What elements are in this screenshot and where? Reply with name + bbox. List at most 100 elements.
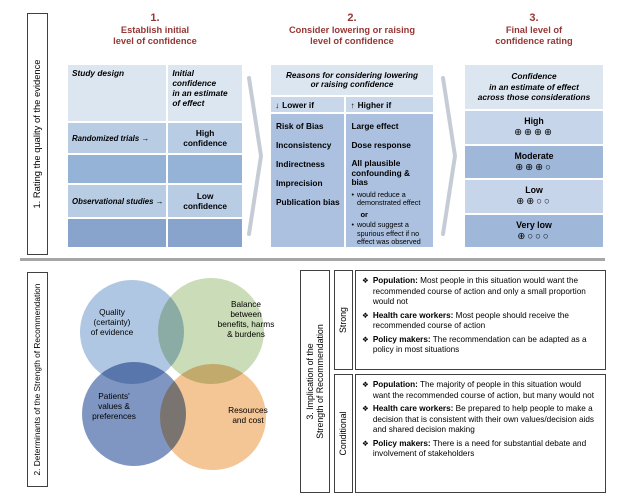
strong-implications-box: ❖ Population: Most people in this situat… (355, 270, 606, 370)
table-cell-empty (167, 218, 243, 248)
balance-circle-label: Balance between benefits, harms & burden… (217, 299, 275, 339)
section-label-rating-quality: 1. Rating the quality of the evidence (27, 13, 48, 255)
bullet-text: Most people should receive the recommend… (372, 310, 569, 331)
lower-if-header: ↓ Lower if (270, 96, 346, 113)
higher-sub-bullet-text: would suggest a spurious effect if no ef… (356, 219, 421, 247)
diamond-bullet-icon: ❖ (362, 404, 369, 413)
resources-circle (160, 364, 266, 470)
table-cell-observational-studies: Observational studies → (67, 184, 168, 218)
step2-number: 2. (347, 12, 357, 24)
step1-heading: 1. Establish initial level of confidence (67, 12, 243, 47)
initial-confidence-table: Study design Initial confidence in an es… (67, 64, 243, 248)
bullet-dot-icon: • (351, 189, 354, 199)
bullet-text: Be prepared to help people to make a dec… (372, 404, 594, 434)
lower-item: Publication bias (276, 197, 340, 207)
table-cell-empty (67, 154, 168, 184)
diamond-bullet-icon: ❖ (362, 438, 369, 448)
reasons-table: Reasons for considering lowering or rais… (270, 64, 434, 248)
confidence-label: Very low (516, 219, 552, 230)
section-label-implications: 3. Implication of the Strength of Recomm… (300, 270, 330, 493)
step2-title: Consider lowering or raising level of co… (288, 25, 416, 47)
implication-bullet: ❖ Population: Most people in this situat… (362, 276, 599, 308)
quality-circle-label: Quality (certainty) of evidence (90, 307, 134, 337)
section-divider (20, 258, 605, 261)
higher-if-header: ↑ Higher if (345, 96, 434, 113)
bullet-text: Most people in this situation would want… (372, 276, 586, 306)
step3-number: 3. (529, 12, 539, 24)
confidence-symbols: ⊕○○○ (517, 230, 551, 242)
or-label: or (360, 209, 368, 219)
strong-label-box: Strong (334, 270, 353, 370)
table-cell-randomized-trials: Randomized trials → (67, 122, 168, 154)
chevron-right-icon (441, 76, 457, 236)
lower-item: Indirectness (276, 159, 325, 169)
bullet-dot-icon: • (351, 219, 354, 229)
bullet-text: The majority of people in this situation… (372, 380, 594, 400)
table-cell-low-confidence: Low confidence (167, 184, 243, 218)
lower-item: Risk of Bias (276, 121, 324, 131)
determinants-venn-diagram: Quality (certainty) of evidence Balance … (58, 268, 306, 494)
up-arrow-icon: ↑ (350, 99, 355, 110)
bullet-lead: Population: (372, 276, 418, 285)
implication-bullet: ❖ Policy makers: There is a need for sub… (362, 439, 599, 460)
confidence-label: Moderate (514, 150, 554, 161)
step2-heading: 2. Consider lowering or raising level of… (262, 12, 442, 47)
bullet-lead: Policy makers: (372, 334, 431, 344)
step3-title: Final level of confidence rating (495, 25, 573, 47)
higher-if-list: Large effect Dose response All plausible… (345, 113, 434, 248)
table-cell-empty (167, 154, 243, 184)
higher-sub-bullet: • would reduce a demonstrated effect (351, 189, 428, 208)
higher-sub-bullet: • would suggest a spurious effect if no … (351, 219, 428, 247)
bullet-text: The recommendation can be adapted as a p… (372, 334, 587, 355)
col-header-initial-confidence: Initial confidence in an estimate of eff… (167, 64, 243, 122)
diamond-bullet-icon: ❖ (362, 380, 369, 389)
conditional-label-box: Conditional (334, 374, 353, 493)
step3-heading: 3. Final level of confidence rating (460, 12, 608, 47)
confidence-row-moderate: Moderate ⊕⊕⊕○ (464, 144, 604, 179)
diamond-bullet-icon: ❖ (362, 310, 369, 320)
confidence-row-high: High ⊕⊕⊕⊕ (464, 110, 604, 145)
confidence-symbols: ⊕⊕⊕⊕ (514, 127, 554, 139)
implication-bullet: ❖ Policy makers: The recommendation can … (362, 335, 599, 356)
section-label-determinants-text: 2. Determinants of the Strength of Recom… (31, 283, 42, 476)
final-confidence-table: Confidence in an estimate of effect acro… (464, 64, 604, 248)
resources-circle-label: Resources and cost (228, 405, 268, 425)
conditional-label: Conditional (338, 411, 349, 456)
diamond-bullet-icon: ❖ (362, 276, 369, 285)
implication-bullet: ❖ Health care workers: Most people shoul… (362, 311, 599, 332)
values-circle-label: Patients' values & preferences (92, 391, 136, 421)
table-cell-empty (67, 218, 168, 248)
higher-if-label: Higher if (357, 99, 392, 110)
col-header-study-design: Study design (67, 64, 168, 122)
chevron-right-icon (247, 76, 263, 236)
confidence-row-low: Low ⊕⊕○○ (464, 179, 604, 214)
lower-if-list: Risk of Bias Inconsistency Indirectness … (270, 113, 346, 248)
down-arrow-icon: ↓ (275, 99, 280, 110)
reasons-table-header: Reasons for considering lowering or rais… (270, 64, 434, 96)
bullet-lead: Health care workers: (372, 404, 454, 413)
final-confidence-header: Confidence in an estimate of effect acro… (464, 64, 604, 110)
bullet-lead: Health care workers: (372, 310, 454, 320)
section-label-implications-text: 3. Implication of the Strength of Recomm… (304, 324, 325, 439)
conditional-implications-box: ❖ Population: The majority of people in … (355, 374, 606, 493)
section-label-rating-quality-text: 1. Rating the quality of the evidence (31, 59, 43, 209)
higher-sub-bullet-text: would reduce a demonstrated effect (356, 189, 421, 208)
bullet-text: There is a need for substantial debate a… (372, 438, 587, 459)
confidence-symbols: ⊕⊕⊕○ (515, 161, 553, 173)
implication-bullet: ❖ Health care workers: Be prepared to he… (362, 404, 599, 436)
lower-item: Inconsistency (276, 140, 332, 150)
confidence-row-very-low: Very low ⊕○○○ (464, 213, 604, 248)
confidence-label: Low (525, 185, 543, 196)
diamond-bullet-icon: ❖ (362, 334, 369, 344)
higher-item: Large effect (351, 121, 399, 131)
section-label-determinants: 2. Determinants of the Strength of Recom… (27, 272, 48, 487)
confidence-symbols: ⊕⊕○○ (516, 196, 552, 208)
lower-item: Imprecision (276, 178, 323, 188)
table-cell-high-confidence: High confidence (167, 122, 243, 154)
step1-number: 1. (150, 12, 160, 24)
confidence-label: High (524, 116, 544, 127)
strong-label: Strong (338, 307, 349, 333)
bullet-lead: Population: (372, 380, 418, 389)
implication-bullet: ❖ Population: The majority of people in … (362, 380, 599, 401)
